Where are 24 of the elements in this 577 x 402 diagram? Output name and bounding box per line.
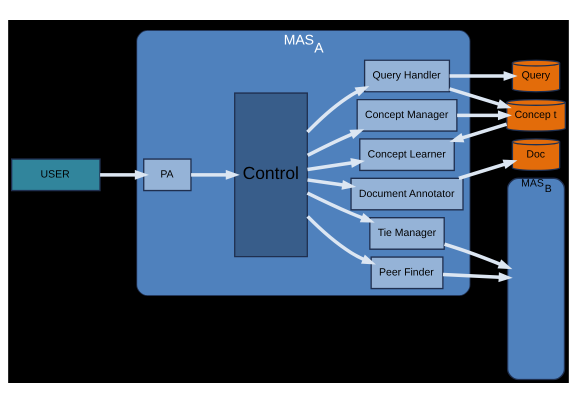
arrow bbox=[450, 122, 508, 142]
arrow bbox=[450, 70, 518, 80]
arrow bbox=[306, 190, 375, 222]
arrow bbox=[191, 169, 240, 180]
arrow bbox=[100, 169, 149, 180]
node-box: Concept Manager bbox=[356, 98, 458, 132]
arrow bbox=[449, 86, 512, 108]
arrow bbox=[458, 159, 518, 180]
arrow bbox=[306, 128, 364, 156]
arrow bbox=[306, 85, 370, 133]
arrow bbox=[307, 178, 356, 190]
node-box: Concept Learner bbox=[359, 138, 455, 171]
arrow bbox=[457, 110, 512, 120]
node-box: USER bbox=[11, 158, 101, 191]
node-box: Document Annotator bbox=[350, 177, 464, 210]
arrow bbox=[306, 214, 376, 264]
node-box: Query Handler bbox=[364, 59, 450, 92]
node-box: Tie Manager bbox=[369, 216, 445, 250]
node-box: Peer Finder bbox=[370, 256, 444, 289]
node-box: Control bbox=[234, 92, 308, 257]
arrow bbox=[307, 158, 365, 171]
node-box: PA bbox=[143, 158, 192, 191]
arrow bbox=[444, 242, 512, 269]
arrow bbox=[442, 272, 513, 282]
